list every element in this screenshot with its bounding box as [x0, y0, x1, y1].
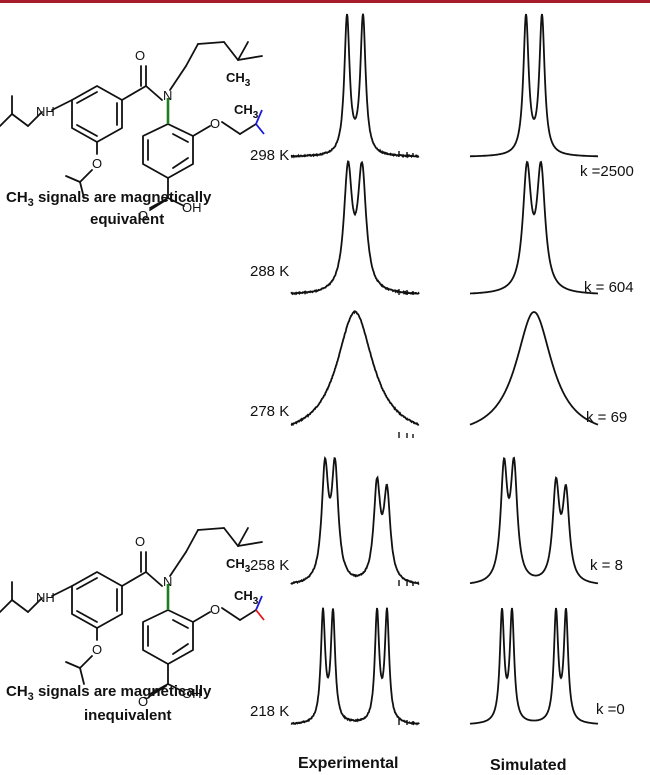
temperature-label-298: 298 K: [250, 147, 289, 164]
top-atom-amide-o: O: [135, 48, 145, 63]
top-methyl-label-2: CH3: [234, 102, 259, 121]
top-caption-line1: CH3 signals are magnetically: [6, 189, 212, 209]
bottom-atom-acid-o: O: [138, 694, 148, 709]
top-accent-bar: [0, 0, 650, 3]
simulated-spectrum-4: [469, 456, 599, 585]
top-molecule: O N NH O O O OH CH3 CH3: [0, 41, 265, 223]
bottom-methyl-bond-2: [255, 609, 265, 621]
spectra-panel: [290, 13, 599, 726]
simulated-spectrum-2: [470, 160, 598, 295]
temperature-label-288: 288 K: [250, 263, 289, 280]
simulated-spectrum-1: [470, 13, 598, 158]
temperature-label-218: 218 K: [250, 703, 289, 720]
top-atom-ether-o2: O: [210, 116, 220, 131]
experimental-spectrum-3: [290, 310, 420, 427]
experimental-spectrum-5: [290, 607, 420, 726]
bottom-molecule: O N NH O O O OH CH3 CH3: [0, 527, 265, 709]
bottom-caption-line2: inequivalent: [84, 707, 172, 724]
simulated-spectrum-3: [469, 311, 599, 426]
experimental-spectrum-1: [290, 13, 420, 159]
top-methyl-bond-1: [255, 109, 263, 125]
column-header-simulated: Simulated: [490, 757, 566, 774]
bottom-caption-line1: CH3 signals are magnetically: [6, 683, 212, 703]
rate-label-288: k = 604: [584, 279, 634, 296]
bottom-atom-amide-n: N: [163, 574, 172, 589]
bottom-atom-acid-oh: OH: [182, 686, 202, 701]
bottom-atom-ether-o1: O: [92, 642, 102, 657]
top-atom-ether-o1: O: [92, 156, 102, 171]
column-header-experimental: Experimental: [298, 755, 398, 772]
experimental-spectrum-2: [290, 160, 420, 296]
bottom-methyl-label-1: CH3: [226, 556, 251, 575]
bottom-methyl-bond-1: [255, 595, 263, 611]
top-atom-acid-o: O: [138, 208, 148, 223]
temperature-label-278: 278 K: [250, 403, 289, 420]
top-methyl-bond-2: [255, 123, 265, 135]
top-caption-line2: equivalent: [90, 211, 164, 228]
rate-label-298: k =2500: [580, 163, 634, 180]
simulated-spectrum-5: [469, 607, 599, 725]
bottom-atom-ether-o2: O: [210, 602, 220, 617]
rate-label-218: k =0: [596, 701, 625, 718]
experimental-spectrum-4: [290, 456, 420, 586]
top-methyl-label-1: CH3: [226, 70, 251, 89]
top-atom-acid-oh: OH: [182, 200, 202, 215]
bottom-atom-nh: NH: [36, 590, 55, 605]
bottom-methyl-label-2: CH3: [234, 588, 259, 607]
top-atom-amide-n: N: [163, 88, 172, 103]
rate-label-278: k = 69: [586, 409, 627, 426]
top-atom-nh: NH: [36, 104, 55, 119]
bottom-atom-amide-o: O: [135, 534, 145, 549]
rate-label-258: k = 8: [590, 557, 623, 574]
temperature-label-258: 258 K: [250, 557, 289, 574]
